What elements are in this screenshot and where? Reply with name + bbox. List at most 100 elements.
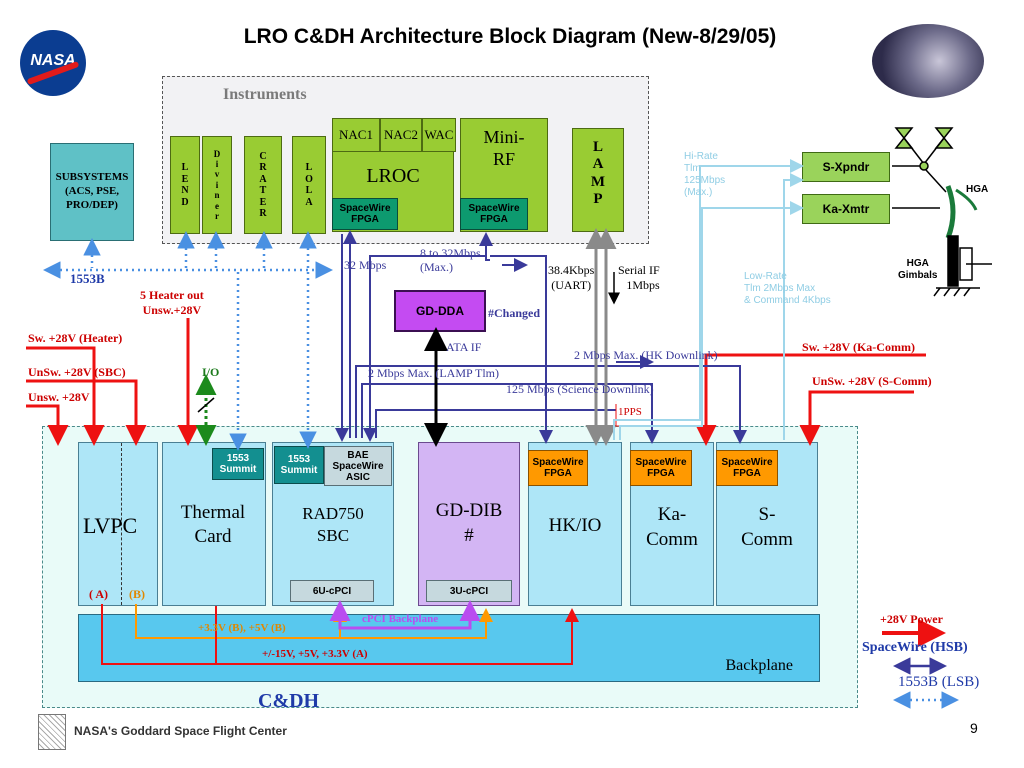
summit-1553-sbc: 1553 Summit xyxy=(274,446,324,484)
rail-a-label: +/-15V, +5V, +3.3V (A) xyxy=(262,648,368,660)
lvpc-label: LVPC xyxy=(83,513,138,538)
rail-b-label: +3.3V (B), +5V (B) xyxy=(198,622,286,634)
lola-l2: L xyxy=(305,185,313,196)
hga-gimbals-label: HGA Gimbals xyxy=(898,258,938,281)
hkio-spacewire-fpga: SpaceWire FPGA xyxy=(528,450,588,486)
crater-r: R xyxy=(259,162,267,173)
page-title: LRO C&DH Architecture Block Diagram (New… xyxy=(243,25,777,48)
crater-e: E xyxy=(259,196,267,208)
kacomm-spacewire-fpga: SpaceWire FPGA xyxy=(630,450,692,486)
diviner-i2: i xyxy=(215,179,219,190)
sw-kacomm-label: Sw. +28V (Ka-Comm) xyxy=(802,340,915,354)
crater-r2: R xyxy=(259,208,267,219)
gd-dda-box: GD-DDA xyxy=(394,290,486,332)
page-number: 9 xyxy=(970,720,978,736)
thermal-label: Thermal Card xyxy=(180,502,246,547)
serial-if-label: Serial IF 1Mbps xyxy=(618,263,660,292)
cpci-3u-connector: 3U-cPCI xyxy=(426,580,512,602)
lamp-box: L A M P xyxy=(572,128,624,232)
gddib-label: GD-DIB # xyxy=(435,500,503,546)
kacomm-label: Ka- Comm xyxy=(646,504,698,550)
unsw-scomm-label: UnSw. +28V (S-Comm) xyxy=(812,374,932,388)
ata-if-label: ATA IF xyxy=(446,340,482,354)
lamp-tlm-label: 2 Mbps Max. (LAMP Tlm) xyxy=(368,366,500,380)
nac2-box: NAC2 xyxy=(380,118,422,152)
legend-1553b-label: 1553B (LSB) xyxy=(898,674,980,690)
io-label: I/O xyxy=(202,365,220,379)
legend-power-label: +28V Power xyxy=(880,612,943,626)
hk-downlink-label: 2 Mbps Max. (HK Downlink) xyxy=(574,348,718,362)
diviner-n: n xyxy=(214,190,220,201)
lend-l: L xyxy=(181,162,189,173)
mbps32-label: 32 Mbps xyxy=(344,258,387,272)
backplane: Backplane xyxy=(78,614,820,682)
lend-e: E xyxy=(181,173,189,185)
diviner-r: r xyxy=(215,210,219,221)
lamp-m: M xyxy=(590,173,606,190)
pps-label: 1PPS xyxy=(618,406,642,418)
lola-a: A xyxy=(305,196,313,208)
scomm-spacewire-fpga: SpaceWire FPGA xyxy=(716,450,778,486)
nac1-box: NAC1 xyxy=(332,118,380,152)
lamp-a: A xyxy=(592,156,604,173)
heater-out-label: 5 Heater out Unsw.+28V xyxy=(140,288,204,317)
diviner-d: D xyxy=(213,148,221,159)
lamp-serial-links xyxy=(585,228,617,446)
lroc-label: LROC xyxy=(366,165,420,187)
hga-label: HGA xyxy=(966,184,989,195)
backplane-label: Backplane xyxy=(725,657,793,674)
scomm-label: S- Comm xyxy=(741,504,793,550)
bus-1553b-label: 1553B xyxy=(70,271,105,286)
lamp-l: L xyxy=(592,139,603,155)
rad750-label: RAD750 SBC xyxy=(302,504,364,546)
nasa-logo: NASA xyxy=(20,30,86,96)
lola-l: L xyxy=(305,162,313,173)
legend-spacewire-label: SpaceWire (HSB) xyxy=(862,640,968,655)
cpci-backplane-label: cPCI Backplane xyxy=(362,613,439,625)
lvpc-divider xyxy=(121,443,122,605)
s-xpndr-box: S-Xpndr xyxy=(802,152,890,182)
unsw-28v-label: Unsw. +28V xyxy=(28,390,90,404)
lvpc-side-a: ( A) xyxy=(89,587,108,601)
lroc-spacewire-fpga: SpaceWire FPGA xyxy=(332,198,398,230)
lvpc-card: LVPC ( A) (B) xyxy=(78,442,158,606)
crater-box: C R A T E R xyxy=(244,136,282,234)
unsw-sbc-label: UnSw. +28V (SBC) xyxy=(28,365,126,379)
diviner-e: e xyxy=(215,200,219,211)
minirf-label: Mini- RF xyxy=(483,127,525,169)
lamp-p: P xyxy=(593,190,603,207)
mbps8-32-label: 8 to 32Mbps (Max.) xyxy=(420,246,481,275)
ka-xmtr-box: Ka-Xmtr xyxy=(802,194,890,224)
subsystems-box: SUBSYSTEMS (ACS, PSE, PRO/DEP) xyxy=(50,143,134,241)
lend-d: D xyxy=(181,196,189,208)
goddard-logo xyxy=(38,714,66,750)
sw-heater-label: Sw. +28V (Heater) xyxy=(28,331,123,345)
io-slash xyxy=(197,397,215,413)
low-rate-label: Low-Rate Tlm 2Mbps Max & Command 4Kbps xyxy=(744,271,831,306)
footer-org: NASA's Goddard Space Flight Center xyxy=(74,724,287,738)
cdh-title: C&DH xyxy=(258,690,320,712)
summit-1553-thermal: 1553 Summit xyxy=(212,448,264,480)
instruments-title: Instruments xyxy=(223,86,307,103)
changed-label: #Changed xyxy=(488,306,541,320)
spacewire-links xyxy=(335,230,747,444)
wac-box: WAC xyxy=(422,118,456,152)
crater-c: C xyxy=(259,150,267,162)
minirf-spacewire-fpga: SpaceWire FPGA xyxy=(460,198,528,230)
diviner-v: v xyxy=(214,169,220,180)
crater-a: A xyxy=(259,173,267,185)
lend-n: N xyxy=(181,185,189,196)
hi-rate-label: Hi-Rate Tlm 125Mbps (Max.) xyxy=(684,151,726,198)
lro-mission-logo xyxy=(872,24,984,98)
lola-o: O xyxy=(305,173,313,185)
hkio-label: HK/IO xyxy=(548,515,602,536)
lend-box: L E N D xyxy=(170,136,200,234)
science-downlink-label: 125 Mbps (Science Downlink) xyxy=(506,382,654,396)
crater-t: T xyxy=(259,185,267,196)
lola-box: L O L A xyxy=(292,136,326,234)
bae-spacewire-asic: BAE SpaceWire ASIC xyxy=(324,446,392,486)
lvpc-side-b: (B) xyxy=(129,587,145,601)
cpci-6u-connector: 6U-cPCI xyxy=(290,580,374,602)
diviner-box: D i v i n e r xyxy=(202,136,232,234)
diviner-i: i xyxy=(215,159,219,170)
